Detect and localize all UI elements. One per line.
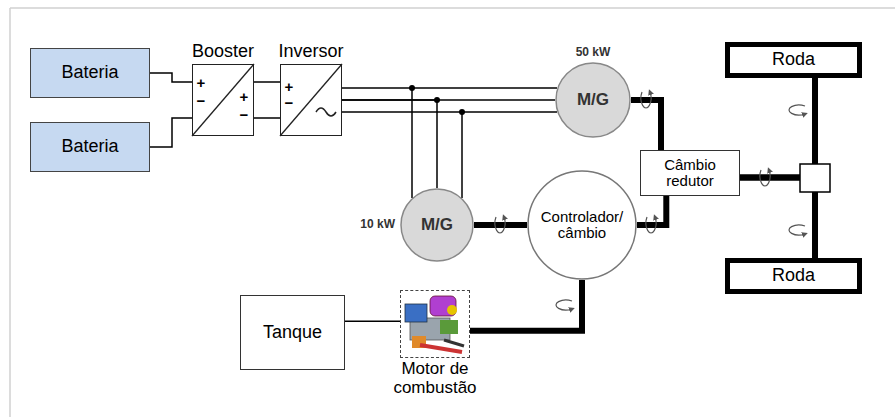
controller-gearbox-circle: Controlador/ câmbio	[527, 170, 637, 280]
node-heading: 50 kW	[576, 46, 611, 59]
engine-illustration	[405, 296, 464, 352]
polarity-sign: −	[240, 107, 249, 122]
node-label: Controlador/ câmbio	[532, 209, 632, 242]
node-label: Bateria	[61, 63, 118, 83]
reduction-gear-box: Câmbio redutor	[640, 150, 740, 196]
junction-dot	[434, 97, 440, 103]
polarity-sign: +	[197, 75, 206, 90]
wire	[254, 117, 280, 119]
node-label: M/G	[577, 91, 609, 110]
tank-box: Tanque	[240, 295, 345, 370]
node-heading: 10 kW	[360, 218, 395, 231]
node-label: Tanque	[263, 323, 322, 343]
node-label: Roda	[772, 266, 815, 286]
junction-dot	[459, 109, 465, 115]
power-wire	[150, 73, 192, 82]
polarity-sign: +	[240, 89, 249, 104]
differential-box	[800, 164, 830, 192]
wire	[342, 111, 557, 113]
circle-shape	[528, 171, 636, 279]
circle-shape	[401, 189, 473, 261]
power-wire	[150, 118, 192, 147]
node-label: Bateria	[61, 137, 118, 157]
circle-shape	[556, 63, 630, 137]
junction-dot	[409, 85, 415, 91]
wire	[411, 88, 413, 198]
drive-shaft	[637, 196, 666, 225]
drive-shaft	[474, 222, 527, 228]
wire	[342, 87, 557, 89]
converter-diagonal	[280, 64, 342, 136]
node-heading: Motor de combustão	[380, 360, 490, 397]
engine-box: Motor de combustão	[400, 290, 470, 358]
node-label: Câmbio redutor	[648, 157, 733, 190]
converter-diagonal	[192, 64, 254, 136]
power-wire	[342, 100, 437, 188]
battery-box: Bateria	[30, 48, 150, 98]
polarity-sign: −	[197, 93, 206, 108]
power-wire	[345, 321, 400, 323]
wire	[461, 112, 463, 198]
ac-wave-symbol	[316, 108, 336, 116]
frame-line	[9, 8, 11, 417]
drive-shaft	[470, 280, 582, 331]
wheel-box: Roda	[725, 42, 862, 78]
node-label: M/G	[421, 216, 453, 235]
node-heading: Inversor	[278, 42, 343, 62]
motor-generator-circle: 10 kWM/G	[400, 188, 474, 262]
power-wire	[254, 81, 280, 83]
polarity-sign: −	[285, 95, 294, 110]
polarity-sign: +	[285, 79, 294, 94]
drive-shaft	[740, 78, 815, 178]
node-label: Roda	[772, 50, 815, 70]
motor-generator-circle: 50 kWM/G	[555, 62, 631, 138]
node-heading: Booster	[192, 42, 254, 62]
battery-box: Bateria	[30, 122, 150, 172]
frame-line	[10, 7, 895, 9]
wheel-box: Roda	[725, 258, 862, 294]
